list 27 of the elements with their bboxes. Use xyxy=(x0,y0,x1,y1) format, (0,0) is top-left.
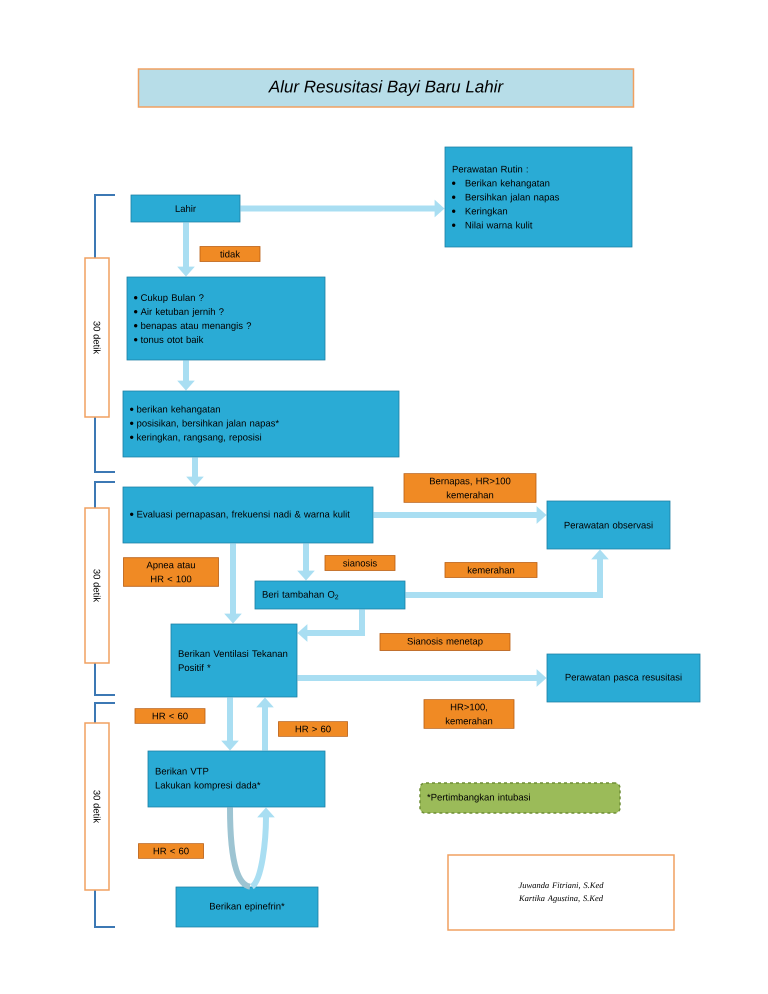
edge-label: Apnea atau HR < 100 xyxy=(123,557,219,587)
time-label: 30 detik xyxy=(84,257,110,418)
process-box: Berikan epinefrin* xyxy=(176,886,318,928)
process-box: Perawatan pasca resusitasi xyxy=(546,654,700,702)
edge-label: Bernapas, HR>100 kemerahan xyxy=(404,473,536,503)
process-box: Lahir xyxy=(130,194,240,222)
edge-label: sianosis xyxy=(324,555,396,571)
process-box: Berikan Ventilasi Tekanan Positif * xyxy=(170,624,298,698)
process-box: Berikan VTP Lakukan kompresi dada* xyxy=(148,750,326,808)
edge-label: HR < 60 xyxy=(134,708,206,724)
edge-label: Sianosis menetap xyxy=(380,633,510,651)
edge-label: HR>100, kemerahan xyxy=(424,699,514,729)
process-box: berikan kehangatan posisikan, bersihkan jalan napas* keringkan, rangsang, reposisi xyxy=(122,390,400,458)
edge-label: kemerahan xyxy=(444,562,538,578)
author-box: Juwanda Fitriani, S.Ked Kartika Agustina, S.Ked xyxy=(447,854,675,931)
edge-label: HR < 60 xyxy=(138,843,204,859)
process-box: Perawatan Rutin : Berikan kehangatan Bersihkan jalan napas Keringkan Nilai warna kulit xyxy=(444,146,632,248)
process-box: Perawatan observasi xyxy=(546,500,670,550)
note-box: *Pertimbangkan intubasi xyxy=(419,782,621,814)
edge-label: HR > 60 xyxy=(278,721,348,737)
process-box: Evaluasi pernapasan, frekuensi nadi & warna kulit xyxy=(122,486,374,544)
process-box: Cukup Bulan ? Air ketuban jernih ? benapas atau menangis ? tonus otot baik xyxy=(126,276,326,360)
process-box: Beri tambahan O$_{2}$ xyxy=(254,580,406,610)
edge-label: tidak xyxy=(200,246,260,262)
time-label: 30 detik xyxy=(84,722,110,891)
time-label: 30 detik xyxy=(84,507,110,664)
title-box: Alur Resusitasi Bayi Baru Lahir xyxy=(138,68,634,108)
